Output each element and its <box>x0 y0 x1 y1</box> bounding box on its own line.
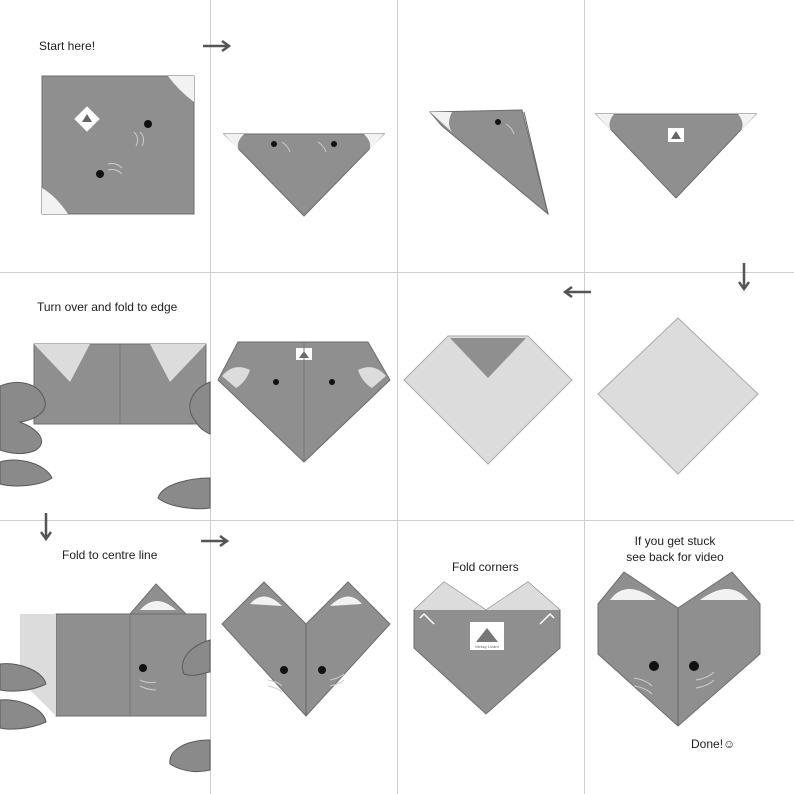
step-hands-centre-fold <box>0 583 211 773</box>
caption-stuck-line1: If you get stuck <box>634 534 716 548</box>
caption-fold-corners: Fold corners <box>452 560 519 574</box>
caption-fold-centre: Fold to centre line <box>62 548 158 562</box>
grid-line-horizontal <box>0 272 794 273</box>
grid-line-vertical <box>397 0 398 794</box>
logo-text: Messy Lizard <box>475 644 499 649</box>
grid-line-horizontal <box>0 520 794 521</box>
step-plain-diamond <box>597 317 759 475</box>
step-triangle-logo <box>594 113 758 199</box>
caption-start: Start here! <box>39 39 96 53</box>
step-square-paper <box>41 75 195 215</box>
step-light-diamond <box>403 335 573 465</box>
caption-stuck-line2: see back for video <box>626 550 724 564</box>
arrow-down-icon <box>738 263 750 292</box>
caption-done: Done!☺ <box>691 737 736 751</box>
arrow-down-icon <box>40 513 52 542</box>
arrow-right-icon <box>201 535 230 547</box>
step-crease-fold <box>428 109 549 216</box>
grid-line-vertical <box>584 0 585 794</box>
step-hands-folding <box>0 343 211 510</box>
step-finished-mouse <box>597 571 761 727</box>
caption-turn-over: Turn over and fold to edge <box>37 300 178 314</box>
step-fold-corners: Messy Lizard <box>413 581 561 715</box>
step-triangle <box>222 133 386 217</box>
arrow-right-icon <box>203 40 232 52</box>
arrow-left-icon <box>562 286 591 298</box>
step-heart-ears <box>221 581 391 717</box>
step-diamond-face <box>217 341 391 463</box>
